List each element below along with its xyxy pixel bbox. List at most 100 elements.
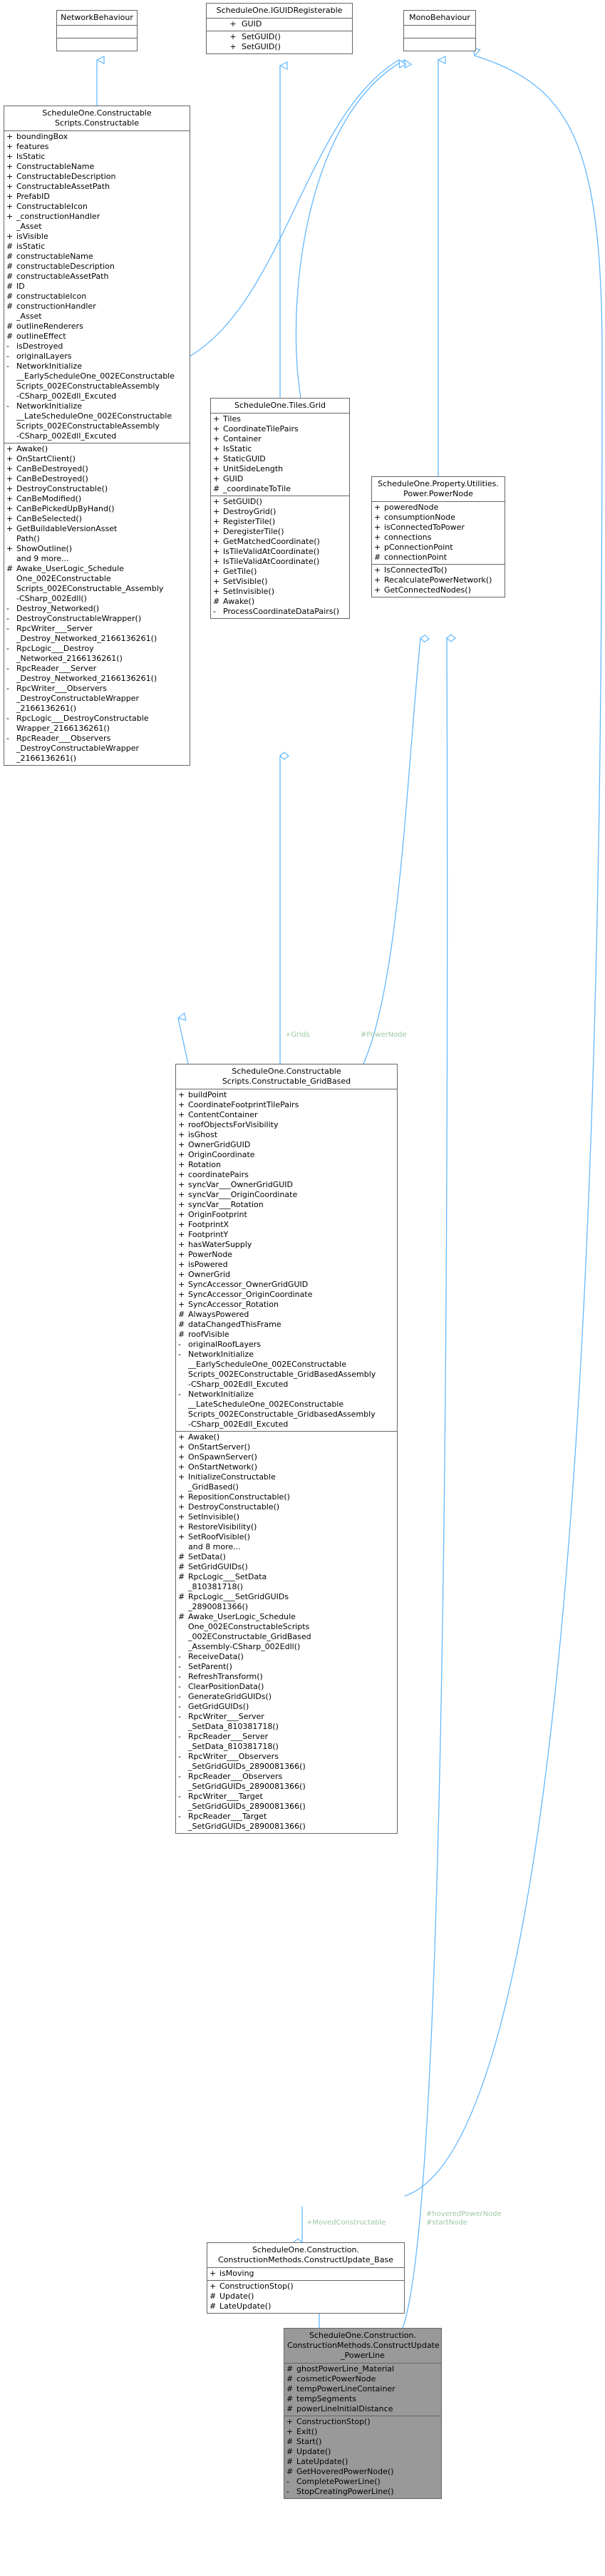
class-title: MonoBehaviour (404, 11, 475, 26)
class-tiles-grid[interactable]: ScheduleOne.Tiles.Grid+Tiles+CoordinateT… (210, 398, 350, 619)
attribute-name: constructableAssetPath (16, 272, 109, 281)
class-powernode[interactable]: ScheduleOne.Property.Utilities. Power.Po… (371, 476, 505, 597)
visibility-marker: + (178, 1512, 185, 1522)
attribute-row: #_coordinateToTile (211, 484, 349, 494)
method-row: +Awake() (4, 444, 190, 454)
method-name: DestroyConstructableWrapper() (16, 614, 142, 623)
method-name: ClearPositionData() (188, 1682, 264, 1691)
attribute-name: NetworkInitialize __LateScheduleOne_002E… (188, 1390, 376, 1429)
visibility-marker: - (6, 734, 9, 743)
method-name: RestoreVisibility() (188, 1522, 257, 1531)
method-row: #SetGridGUIDs() (176, 1562, 397, 1572)
class-constructupdate-base[interactable]: ScheduleOne.Construction. ConstructionMe… (207, 2242, 405, 2314)
edge-label-moved-constructable: +MovedConstructable (306, 2219, 386, 2227)
methods-section: +ConstructionStop()+Exit()#Start()#Updat… (284, 2416, 441, 2498)
visibility-marker: + (178, 1160, 185, 1169)
method-row: +ConstructionStop() (284, 2417, 441, 2427)
method-name: CanBeModified() (16, 494, 82, 503)
attribute-row: +roofObjectsForVisibility (176, 1120, 397, 1130)
visibility-marker: + (6, 444, 14, 453)
method-name: InitializeConstructable _GridBased() (188, 1472, 276, 1492)
method-name: SetParent() (188, 1662, 232, 1671)
visibility-marker: # (6, 262, 14, 271)
class-constructupdate-powerline[interactable]: ScheduleOne.Construction. ConstructionMe… (284, 2328, 442, 2499)
visibility-marker: - (286, 2477, 289, 2486)
method-name: GetGridGUIDs() (188, 1702, 249, 1711)
method-row: -RpcReader___Server _Destroy_Networked_2… (4, 664, 190, 684)
edge-constructable-monobehaviour (189, 60, 399, 357)
methods-section: +SetGUID()+SetGUID() (207, 31, 352, 53)
method-row: +RecalculatePowerNetwork() (372, 575, 505, 585)
attribute-row: #AlwaysPowered (176, 1310, 397, 1320)
edge-base-monobehaviour (404, 56, 603, 2197)
method-name: RpcLogic___Destroy _Networked_2166136261… (16, 644, 123, 663)
method-name: Awake() (188, 1432, 220, 1442)
method-name: RepositionConstructable() (188, 1492, 290, 1502)
attribute-row: #constructableDescription (4, 262, 190, 272)
method-name: RefreshTransform() (188, 1672, 263, 1681)
attribute-row: +IsStatic (211, 444, 349, 454)
method-row: -RpcReader___Observers _DestroyConstruct… (4, 734, 190, 764)
method-row: +Exit() (284, 2427, 441, 2437)
attribute-row: +GUID (211, 474, 349, 484)
method-row: -RpcReader___Observers _SetGridGUIDs_289… (176, 1772, 397, 1792)
visibility-marker: - (178, 1350, 181, 1359)
attribute-row: +UnitSideLength (211, 464, 349, 474)
visibility-marker: - (178, 1792, 181, 1801)
attribute-name: isPowered (188, 1260, 228, 1269)
method-row: #SetData() (176, 1552, 397, 1562)
visibility-marker: - (178, 1340, 181, 1349)
method-name: SetGUID() (242, 32, 281, 41)
method-name: DestroyConstructable() (188, 1502, 280, 1512)
method-row: +RepositionConstructable() (176, 1492, 397, 1502)
attribute-row: +features (4, 142, 190, 152)
class-iguidregisterable[interactable]: ScheduleOne.IGUIDRegisterable+GUID+SetGU… (206, 3, 353, 54)
attribute-row: +Rotation (176, 1160, 397, 1170)
visibility-marker: # (286, 2467, 294, 2476)
method-name: RpcReader___Target _SetGridGUIDs_2890081… (188, 1812, 306, 1831)
attribute-row: #powerLineInitialDistance (284, 2404, 441, 2414)
method-row: -GenerateGridGUIDs() (176, 1692, 397, 1702)
attribute-name: ConstructableAssetPath (16, 182, 110, 191)
attribute-row: +Container (211, 434, 349, 444)
method-row: -StopCreatingPowerLine() (284, 2487, 441, 2497)
attribute-row: #outlineEffect (4, 332, 190, 342)
class-constructable[interactable]: ScheduleOne.Constructable Scripts.Constr… (4, 106, 190, 766)
visibility-marker: + (6, 152, 14, 161)
visibility-marker: + (178, 1110, 185, 1119)
method-row: +SetVisible() (211, 577, 349, 587)
attribute-row: #isStatic (4, 242, 190, 252)
attribute-name: syncVar___OriginCoordinate (188, 1190, 298, 1199)
visibility-marker: + (6, 514, 14, 523)
visibility-marker: + (213, 444, 220, 453)
attribute-row: +CoordinateTilePairs (211, 424, 349, 434)
class-constructable-gridbased[interactable]: ScheduleOne.Constructable Scripts.Constr… (175, 1064, 398, 1834)
attribute-row: +isMoving (207, 2269, 404, 2279)
visibility-marker: + (6, 192, 14, 201)
visibility-marker: + (6, 212, 14, 221)
visibility-marker: + (6, 232, 14, 241)
method-name: RpcWriter___Target _SetGridGUIDs_2890081… (188, 1792, 306, 1811)
visibility-marker: + (213, 507, 220, 516)
visibility-marker: - (178, 1672, 181, 1681)
visibility-marker: + (178, 1170, 185, 1179)
method-name: GetHoveredPowerNode() (296, 2467, 394, 2476)
attribute-row: #ghostPowerLine_Material (284, 2364, 441, 2374)
class-monobehaviour[interactable]: MonoBehaviour (403, 10, 476, 51)
method-row: +DestroyConstructable() (4, 484, 190, 494)
attribute-name: roofVisible (188, 1330, 229, 1339)
method-row: #RpcLogic___SetGridGUIDs _2890081366() (176, 1592, 397, 1612)
class-networkbehaviour[interactable]: NetworkBehaviour (56, 10, 138, 51)
visibility-marker: - (178, 1702, 181, 1711)
attribute-row: +ConstructableAssetPath (4, 182, 190, 192)
visibility-marker: + (178, 1270, 185, 1279)
attribute-name: AlwaysPowered (188, 1310, 249, 1319)
visibility-marker: + (213, 497, 220, 506)
attribute-name: isGhost (188, 1130, 218, 1139)
visibility-marker: + (213, 557, 220, 566)
attribute-name: ID (16, 282, 25, 291)
attribute-row: #constructableIcon (4, 292, 190, 302)
method-row: +OnStartServer() (176, 1442, 397, 1452)
class-title: ScheduleOne.Constructable Scripts.Constr… (4, 106, 190, 131)
method-row: -RpcWriter___Observers _DestroyConstruct… (4, 684, 190, 714)
